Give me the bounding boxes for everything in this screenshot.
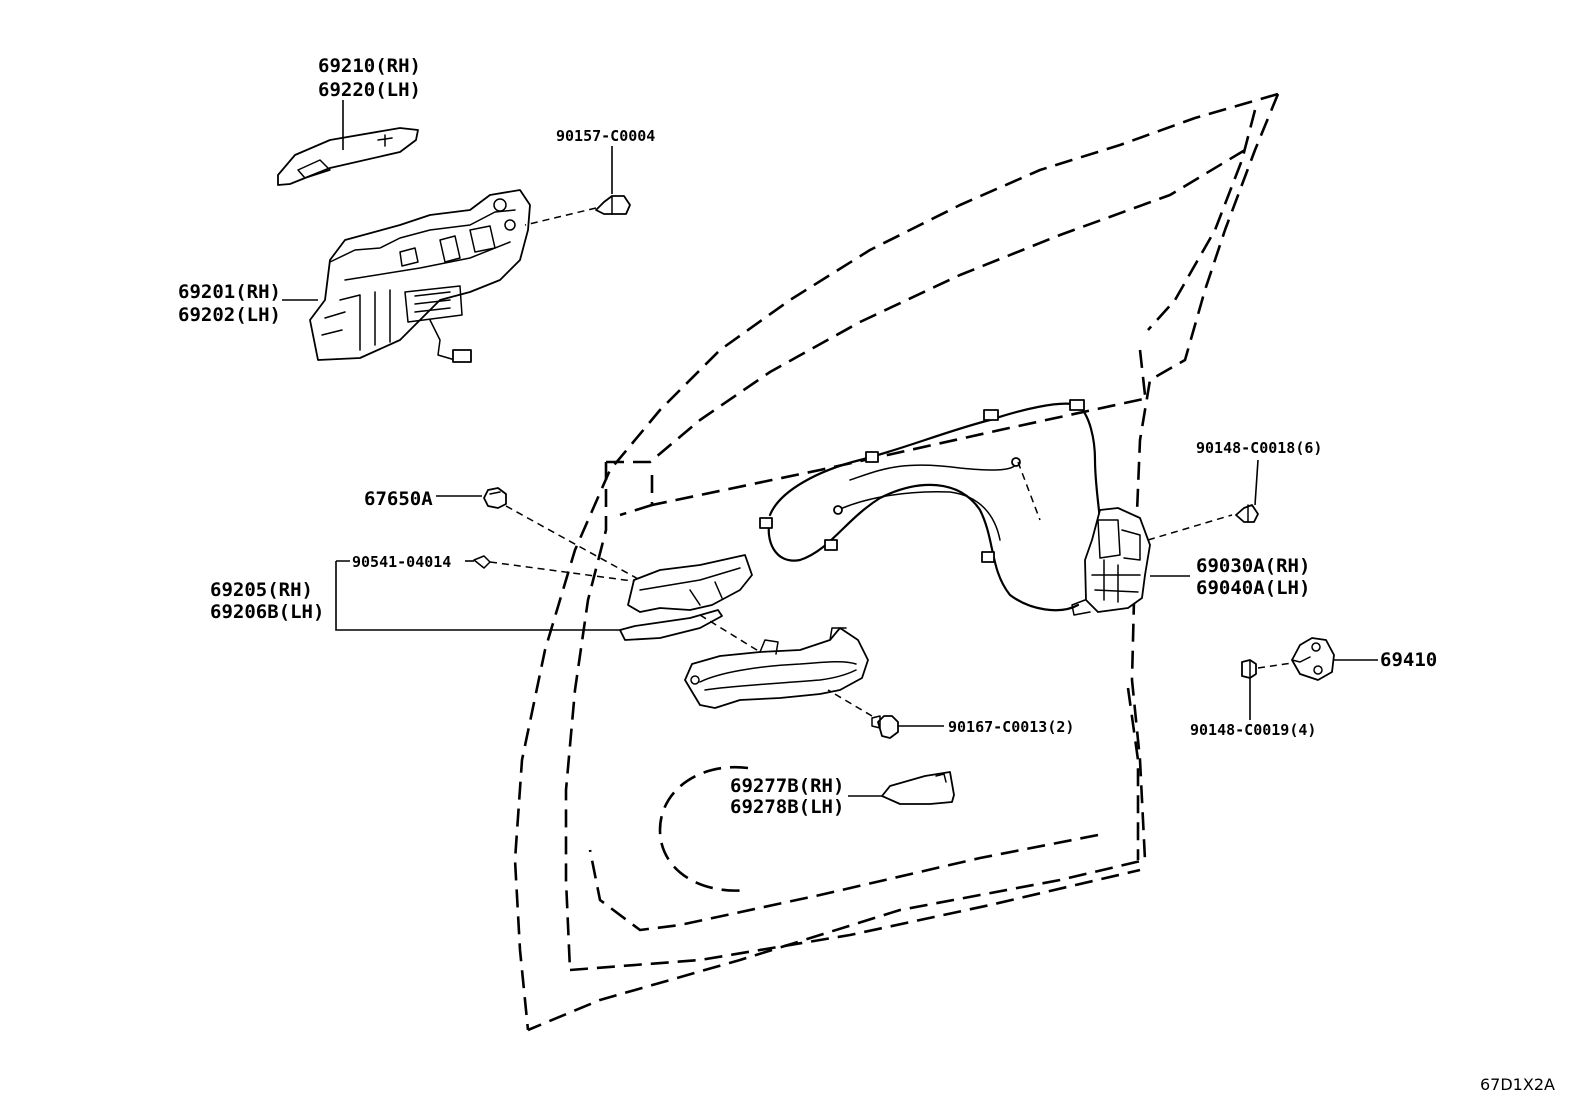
label-69278B-lh: 69278B(LH) (730, 796, 844, 818)
part-cable-harness (759, 399, 1102, 612)
callout-labels: 69210(RH) 69220(LH) 90157-C0004 69201(RH… (178, 55, 1555, 1094)
label-69410: 69410 (1380, 649, 1437, 671)
label-69205-rh: 69205(RH) (210, 579, 313, 601)
label-69202-lh: 69202(LH) (178, 304, 281, 326)
diagram-code: 67D1X2A (1480, 1075, 1555, 1094)
label-67650A: 67650A (364, 488, 433, 510)
leader-lines (282, 100, 1378, 797)
part-90541-pin (473, 555, 641, 583)
latch-screw-guide (1147, 514, 1233, 541)
label-69277B-rh: 69277B(RH) (730, 775, 844, 797)
label-90541: 90541-04014 (352, 553, 451, 571)
part-69410-striker (1291, 637, 1335, 681)
part-90148-C0018-screw (1235, 504, 1259, 523)
label-90167: 90167-C0013(2) (948, 718, 1074, 736)
label-90148-C0018: 90148-C0018(6) (1196, 439, 1322, 457)
part-69030-latch (1071, 507, 1151, 616)
label-69220-lh: 69220(LH) (318, 79, 421, 101)
door-outline (513, 92, 1280, 1032)
label-69040A-lh: 69040A(LH) (1196, 577, 1310, 599)
label-69206B-lh: 69206B(LH) (210, 601, 324, 623)
part-outside-handle (684, 614, 869, 709)
label-90148-C0019: 90148-C0019(4) (1190, 721, 1316, 739)
label-69201-rh: 69201(RH) (178, 281, 281, 303)
label-90157: 90157-C0004 (556, 127, 655, 145)
label-69030A-rh: 69030A(RH) (1196, 555, 1310, 577)
part-69205-handle-frame (619, 554, 753, 641)
part-67650-grommet (483, 487, 641, 581)
part-69210-bezel (277, 127, 419, 186)
part-69201-lock-assembly (309, 189, 531, 363)
part-90167-screw (827, 689, 899, 739)
part-90148-C0019-screw (1241, 659, 1257, 679)
label-69210-rh: 69210(RH) (318, 55, 421, 77)
part-90157-screw (524, 195, 631, 226)
part-69277-cover (881, 771, 955, 805)
striker-screw-guide (1257, 662, 1293, 669)
